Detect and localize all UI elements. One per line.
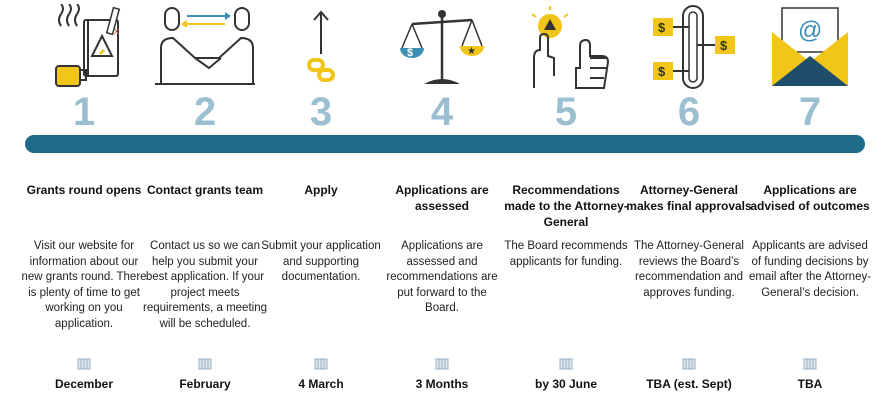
svg-text:★: ★ (467, 46, 476, 57)
step-date: 3 Months (415, 377, 469, 391)
step-title: Grants round opens (26, 183, 142, 197)
step-title: Recommendations made to the Attorney-Gen… (504, 183, 628, 229)
svg-text:$: $ (658, 64, 666, 79)
step-number: 7 (798, 90, 822, 134)
step-6: $ $ $ 6 Attorney-General makes final app… (626, 0, 752, 400)
step-5: 5 Recommendations made to the Attorney-G… (504, 0, 628, 400)
step-date: TBA (797, 377, 823, 391)
step-title: Applications are assessed (395, 183, 489, 213)
step-title: Applications are advised of outcomes (750, 183, 870, 213)
step-description: The Board recommends applicants for fund… (504, 240, 628, 268)
email-envelope-icon: @ (751, 4, 869, 92)
step-number: 6 (677, 90, 701, 134)
svg-text:$: $ (720, 38, 728, 53)
research-notes-icon: x (25, 4, 143, 92)
step-description: The Attorney-General reviews the Board’s… (634, 240, 744, 299)
step-title: Contact grants team (146, 183, 264, 197)
step-description: Applications are assessed and recommenda… (386, 240, 498, 314)
calendar-icon (383, 357, 501, 370)
step-date: by 30 June (534, 377, 598, 391)
thumbs-up-icon (507, 4, 625, 92)
calendar-icon (507, 357, 625, 370)
calendar-icon (751, 357, 869, 370)
calendar-icon (262, 357, 380, 370)
step-number: 5 (554, 90, 578, 134)
step-date: February (179, 377, 231, 391)
step-1: x 1 Grants round opens Visit our website… (21, 0, 147, 400)
step-date: TBA (est. Sept) (646, 377, 732, 391)
step-7: @ 7 Applications are advised of outcomes… (749, 0, 871, 400)
calendar-icon (630, 357, 748, 370)
money-flow-icon: $ $ $ (630, 4, 748, 92)
step-date: December (54, 377, 114, 391)
step-description: Applicants are advised of funding decisi… (748, 240, 872, 299)
svg-text:x: x (114, 26, 119, 37)
step-4: $ ★ 4 Applications are assessed Applicat… (383, 0, 501, 400)
timeline-bar (25, 135, 865, 153)
step-description: Visit our website for information about … (21, 240, 147, 330)
link-upload-icon (262, 4, 380, 92)
step-title: Attorney-General makes final approvals (626, 183, 752, 213)
svg-text:$: $ (407, 47, 413, 59)
step-description: Contact us so we can help you submit you… (142, 240, 267, 330)
step-2: 2 Contact grants team Contact us so we c… (143, 0, 267, 400)
calendar-icon (25, 357, 143, 370)
calendar-icon (146, 357, 264, 370)
step-number: 4 (430, 90, 454, 134)
step-number: 1 (72, 90, 96, 134)
step-title: Apply (304, 183, 338, 197)
step-date: 4 March (298, 377, 344, 391)
step-description: Submit your application and supporting d… (261, 240, 381, 283)
step-number: 3 (309, 90, 333, 134)
step-number: 2 (193, 90, 217, 134)
scales-icon: $ ★ (383, 4, 501, 92)
svg-text:$: $ (658, 20, 666, 35)
step-3: 3 Apply Submit your application and supp… (261, 0, 381, 400)
svg-text:@: @ (798, 17, 822, 44)
handshake-icon (146, 4, 264, 92)
